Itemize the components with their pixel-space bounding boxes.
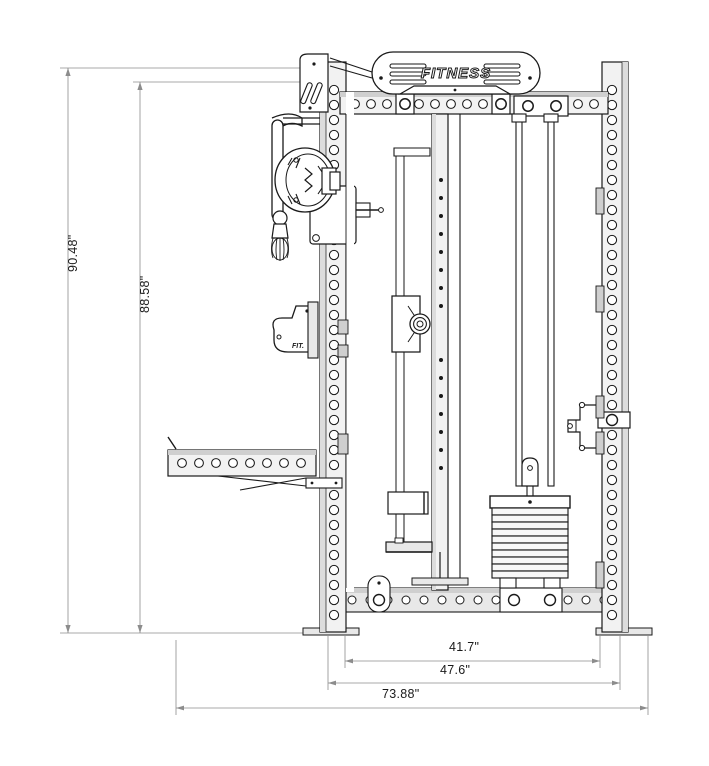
guide-rods <box>511 113 559 487</box>
dim-label-upright-height: 88.58" <box>138 275 152 313</box>
sliding-pulley-carriage <box>391 295 431 353</box>
right-upright-holes <box>606 84 618 621</box>
weight-plates <box>491 507 569 579</box>
dim-label-overall-width: 73.88" <box>382 687 420 701</box>
band-peg-bracket <box>567 401 631 452</box>
top-crossbeam <box>339 91 609 117</box>
base-feet <box>302 627 653 636</box>
jhook-brand-text: FIT. <box>292 343 304 350</box>
weight-stack <box>489 457 571 589</box>
dim-label-overall-height: 90.48" <box>66 234 80 272</box>
dimension-arrowheads <box>65 68 648 711</box>
brand-text-svg: FITNESS <box>421 65 491 82</box>
dim-label-mid-width: 47.6" <box>440 663 471 677</box>
bench-mount-plate <box>305 477 343 489</box>
horizontal-bench-bar <box>167 436 317 491</box>
right-upright-column <box>567 61 631 633</box>
pull-up-bar-assembly <box>299 51 541 113</box>
misc-connectors <box>337 92 605 592</box>
bottom-crossbeam <box>335 575 617 613</box>
center-rail <box>385 113 469 591</box>
dim-label-inner-width: 41.7" <box>449 640 480 654</box>
dimension-lines <box>60 67 649 715</box>
rotating-pulley-handle <box>271 113 341 261</box>
j-hook-bracket: FIT. <box>272 301 319 359</box>
